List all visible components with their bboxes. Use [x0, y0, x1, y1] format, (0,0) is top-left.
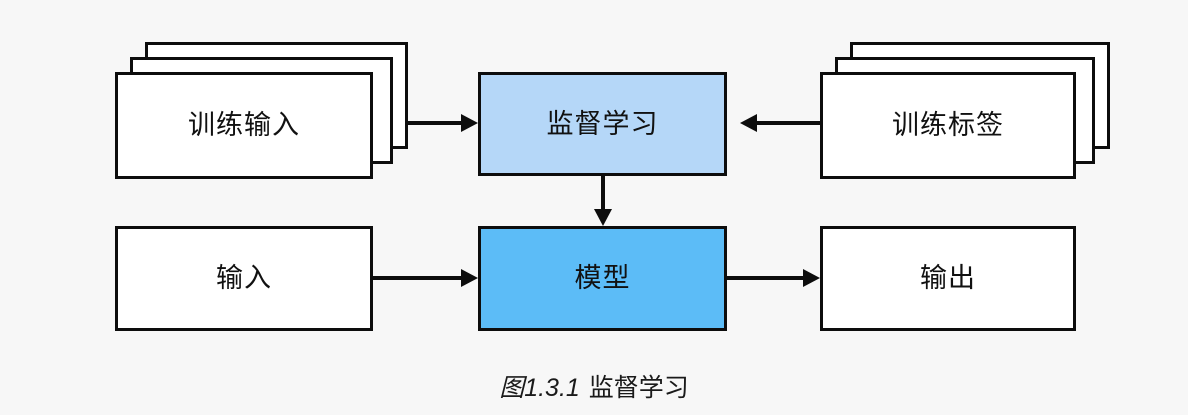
training-labels-stack: 训练标签: [820, 42, 1110, 179]
figure-caption-text: 监督学习: [588, 374, 689, 402]
node-input[interactable]: 输入: [115, 226, 373, 331]
edge-line: [373, 276, 465, 280]
node-output[interactable]: 输出: [820, 226, 1076, 331]
node-model-label: 模型: [574, 263, 631, 293]
figure-caption: 图1.3.1 监督学习: [0, 368, 1188, 404]
node-training-labels[interactable]: 训练标签: [820, 72, 1076, 179]
node-training-input-label: 训练输入: [188, 110, 300, 140]
edge-line: [727, 276, 806, 280]
node-model[interactable]: 模型: [478, 226, 727, 331]
node-input-label: 输入: [216, 263, 272, 293]
edge-line: [757, 121, 821, 125]
node-supervised-learning[interactable]: 监督学习: [478, 72, 727, 176]
edge-line: [601, 176, 605, 212]
edge-arrowhead: [803, 269, 820, 287]
node-training-input[interactable]: 训练输入: [115, 72, 373, 179]
figure-caption-number: 图1.3.1: [499, 374, 580, 402]
edge-arrowhead: [461, 114, 478, 132]
edge-line: [405, 121, 465, 125]
training-input-stack: 训练输入: [115, 42, 408, 179]
node-training-labels-label: 训练标签: [892, 110, 1004, 140]
node-output-label: 输出: [920, 263, 976, 293]
edge-arrowhead: [594, 209, 612, 226]
node-supervised-learning-label: 监督学习: [546, 108, 659, 139]
edge-arrowhead: [461, 269, 478, 287]
edge-arrowhead: [740, 114, 757, 132]
